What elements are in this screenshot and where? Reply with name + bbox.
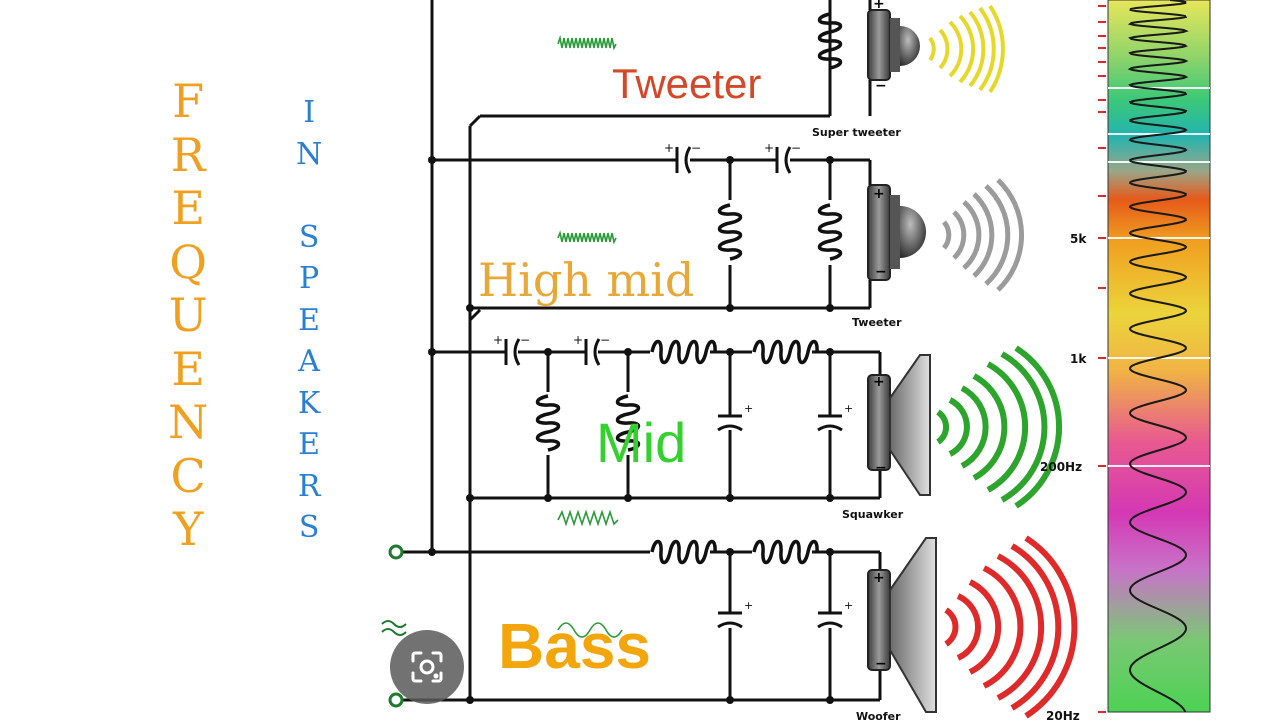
title-letter: U — [168, 288, 208, 342]
speaker-label-tweeter: Tweeter — [852, 316, 902, 329]
svg-text:+: + — [573, 333, 583, 347]
subtitle-letter: S — [298, 510, 320, 545]
sound-wave-icon — [936, 345, 1063, 509]
svg-text:+: + — [493, 333, 503, 347]
speaker-icon: + − — [867, 537, 937, 713]
svg-text:+: + — [744, 402, 753, 415]
subtitle-letter: E — [298, 302, 321, 338]
svg-text:−: − — [691, 141, 701, 155]
svg-text:−: − — [600, 333, 610, 347]
subtitle-letter: I — [303, 95, 316, 130]
subtitle-letter: A — [298, 344, 320, 379]
scale-label-20hz: 20Hz — [1046, 709, 1080, 720]
title-letter: R — [170, 127, 206, 182]
svg-text:+: + — [744, 599, 753, 612]
title-letter: Y — [172, 502, 204, 556]
speaker-label-squawker: Squawker — [842, 508, 904, 521]
svg-text:+: + — [844, 599, 853, 612]
svg-text:−: − — [520, 333, 530, 347]
svg-text:−: − — [791, 141, 801, 155]
scale-label-1k: 1k — [1070, 352, 1087, 366]
spectrum-waveform — [1127, 0, 1189, 713]
svg-text:−: − — [875, 656, 887, 672]
sound-wave-icon — [941, 178, 1024, 292]
svg-text:+: + — [873, 0, 885, 12]
scale-label-5k: 5k — [1070, 232, 1087, 246]
subtitle-letter: S — [298, 219, 320, 255]
svg-text:+: + — [844, 402, 853, 415]
band-label-bass: Bass — [498, 610, 651, 682]
svg-text:−: − — [875, 264, 887, 280]
scale-label-200hz: 200Hz — [1040, 460, 1082, 474]
spectrum-bar — [1107, 0, 1211, 713]
band-label-high-mid: High mid — [478, 253, 694, 307]
speaker-label-woofer: Woofer — [856, 710, 901, 720]
title-letter: N — [168, 395, 209, 449]
speaker-label-super-tweeter: Super tweeter — [812, 126, 901, 139]
subtitle-letter: R — [297, 468, 321, 504]
svg-text:+: + — [873, 570, 885, 586]
band-label-tweeter: Tweeter — [612, 60, 761, 107]
lens-icon — [411, 651, 443, 683]
svg-text:−: − — [875, 78, 887, 94]
svg-text:+: + — [664, 141, 674, 155]
crossover-diagram: + − + − + − + − + + + + Tweeter High mid Mid B… — [381, 0, 1211, 720]
speaker-icon: + − — [867, 354, 931, 496]
title-letter: E — [171, 181, 205, 235]
svg-text:−: − — [875, 460, 887, 476]
svg-text:+: + — [873, 186, 885, 202]
lens-button[interactable] — [390, 630, 464, 704]
svg-text:+: + — [764, 141, 774, 155]
svg-text:+: + — [873, 374, 885, 390]
title-letter: C — [170, 448, 206, 503]
subtitle-letter: K — [297, 385, 321, 421]
sound-wave-icon — [944, 535, 1078, 719]
subtitle-letter: N — [296, 136, 323, 172]
sound-wave-icon — [928, 4, 1005, 94]
subtitle-letter: E — [298, 427, 321, 462]
title-letter: E — [171, 341, 205, 396]
subtitle-letter: P — [299, 261, 320, 296]
band-label-mid: Mid — [596, 411, 686, 474]
title-letter: Q — [169, 234, 207, 289]
speaker-icon: + − — [867, 0, 920, 94]
subtitle-letter — [304, 181, 314, 223]
speaker-icon: + − — [867, 184, 926, 281]
title-letter: F — [172, 74, 205, 128]
